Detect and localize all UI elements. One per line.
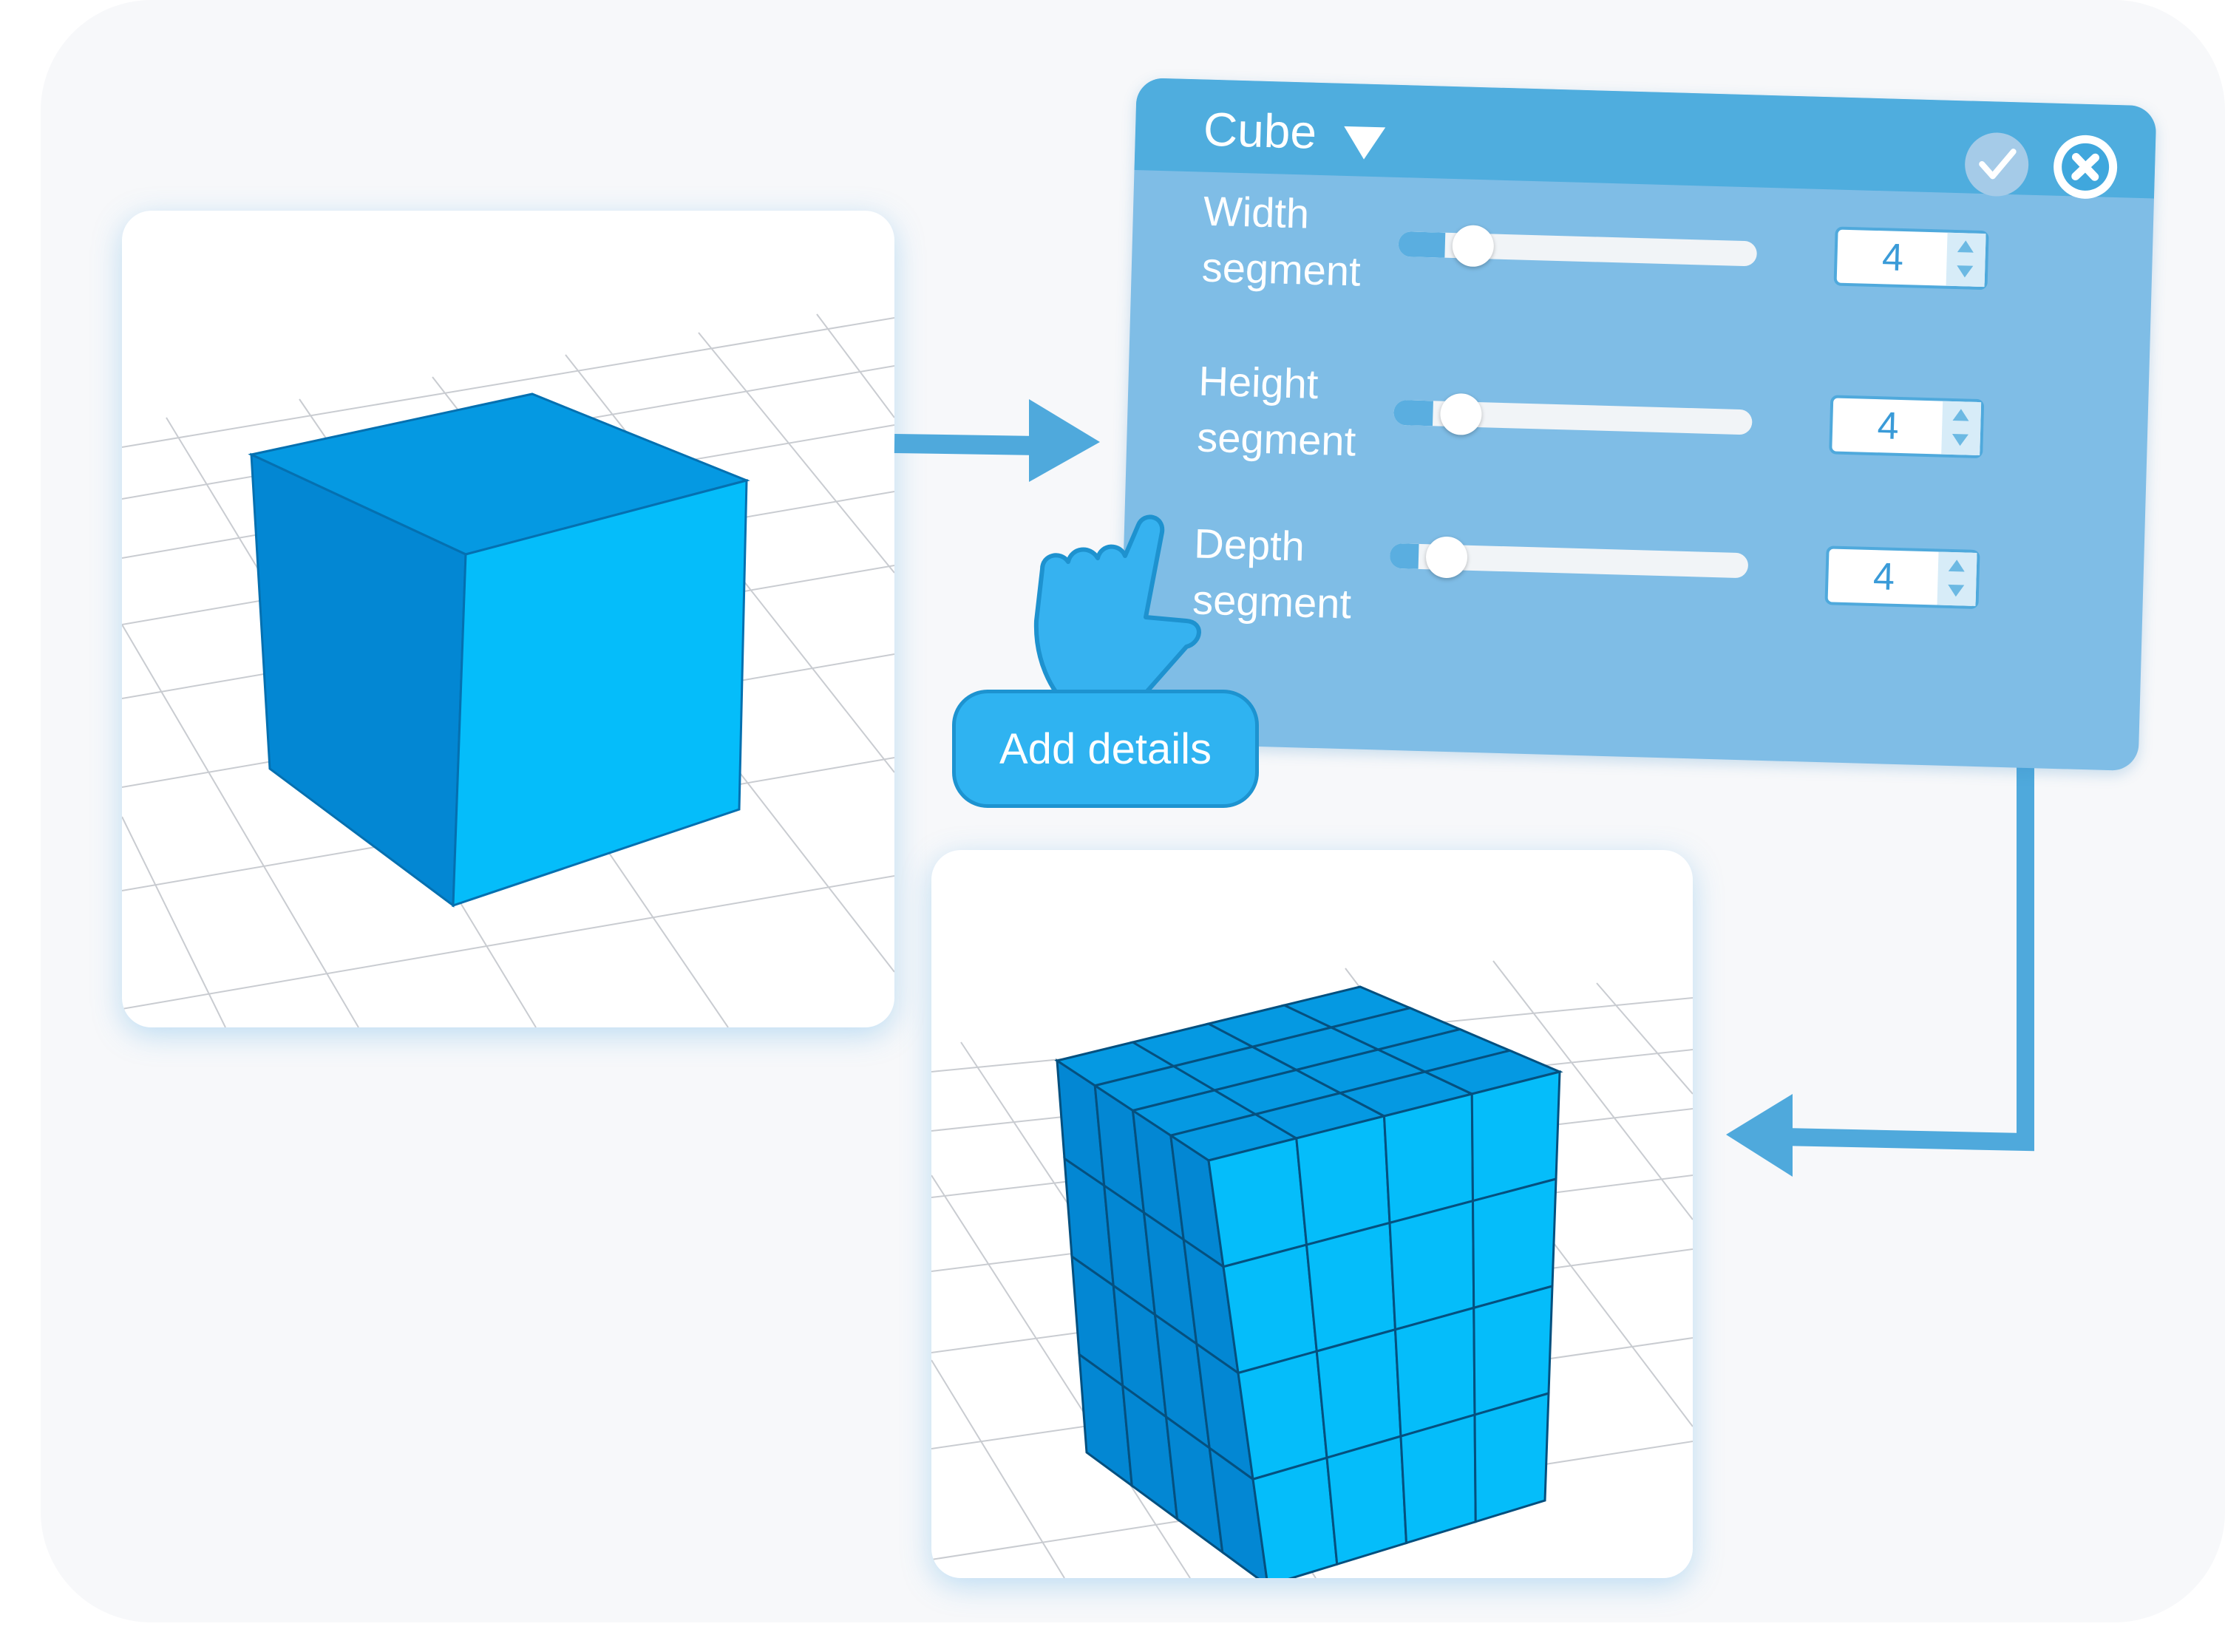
- stepper-down-icon[interactable]: [1947, 584, 1965, 597]
- stepper-up-icon[interactable]: [1957, 240, 1974, 253]
- height-slider-thumb[interactable]: [1440, 392, 1483, 436]
- cube-left-face: [1056, 1058, 1268, 1578]
- close-button[interactable]: [2052, 134, 2119, 200]
- width-segment-stepper[interactable]: 4: [1833, 226, 1989, 290]
- confirm-button[interactable]: [1963, 132, 2030, 197]
- scene-original: [122, 313, 894, 1027]
- height-label-line1: Height: [1198, 357, 1319, 408]
- width-label-line1: Width: [1203, 187, 1310, 237]
- height-segment-value[interactable]: 4: [1876, 404, 1900, 448]
- height-label-line2: segment: [1196, 413, 1357, 465]
- dropdown-triangle-icon[interactable]: [1343, 126, 1386, 160]
- cube-top-face: [1054, 985, 1563, 1162]
- viewport-original-cube[interactable]: [122, 211, 894, 1027]
- height-segment-label: Height segment: [1196, 353, 1399, 471]
- panel-header: Cube: [1134, 78, 2157, 200]
- width-slider-fill: [1398, 231, 1446, 258]
- subdivided-cube: [1054, 985, 1563, 1578]
- check-icon: [1979, 149, 2017, 180]
- depth-segment-stepper[interactable]: 4: [1824, 545, 1980, 610]
- stepper-down-icon[interactable]: [1951, 433, 1968, 446]
- depth-segment-value[interactable]: 4: [1872, 555, 1895, 599]
- height-segment-stepper[interactable]: 4: [1829, 395, 1985, 459]
- stepper-down-icon[interactable]: [1956, 265, 1974, 278]
- width-segment-value[interactable]: 4: [1881, 236, 1904, 280]
- stepper-up-icon[interactable]: [1952, 408, 1969, 421]
- depth-stepper-arrows[interactable]: [1937, 551, 1977, 606]
- scene-subdivided: [931, 960, 1693, 1578]
- panel-title[interactable]: Cube: [1203, 102, 1318, 159]
- close-icon: [2062, 143, 2110, 191]
- width-segment-label: Width segment: [1201, 183, 1404, 301]
- arrow-left-icon: [1726, 721, 2034, 1177]
- cube-right-face: [452, 479, 748, 908]
- height-stepper-arrows[interactable]: [1941, 401, 1982, 456]
- arrow-right-icon: [894, 399, 1100, 482]
- height-slider-fill: [1393, 399, 1434, 426]
- viewport-subdivided-cube[interactable]: [931, 850, 1693, 1578]
- cube-right-face: [1207, 1070, 1561, 1578]
- add-details-button[interactable]: Add details: [952, 690, 1259, 808]
- cube-settings-panel: Cube Width segment 4 Height segment: [1118, 78, 2157, 772]
- pointing-hand-icon: [1033, 514, 1201, 712]
- width-slider-thumb[interactable]: [1452, 225, 1495, 268]
- width-stepper-arrows[interactable]: [1946, 232, 1986, 288]
- depth-slider-fill: [1389, 543, 1419, 569]
- stepper-up-icon[interactable]: [1948, 559, 1966, 572]
- width-label-line2: segment: [1201, 243, 1362, 295]
- depth-slider-thumb[interactable]: [1425, 536, 1468, 579]
- cube-segment: [1473, 1391, 1550, 1523]
